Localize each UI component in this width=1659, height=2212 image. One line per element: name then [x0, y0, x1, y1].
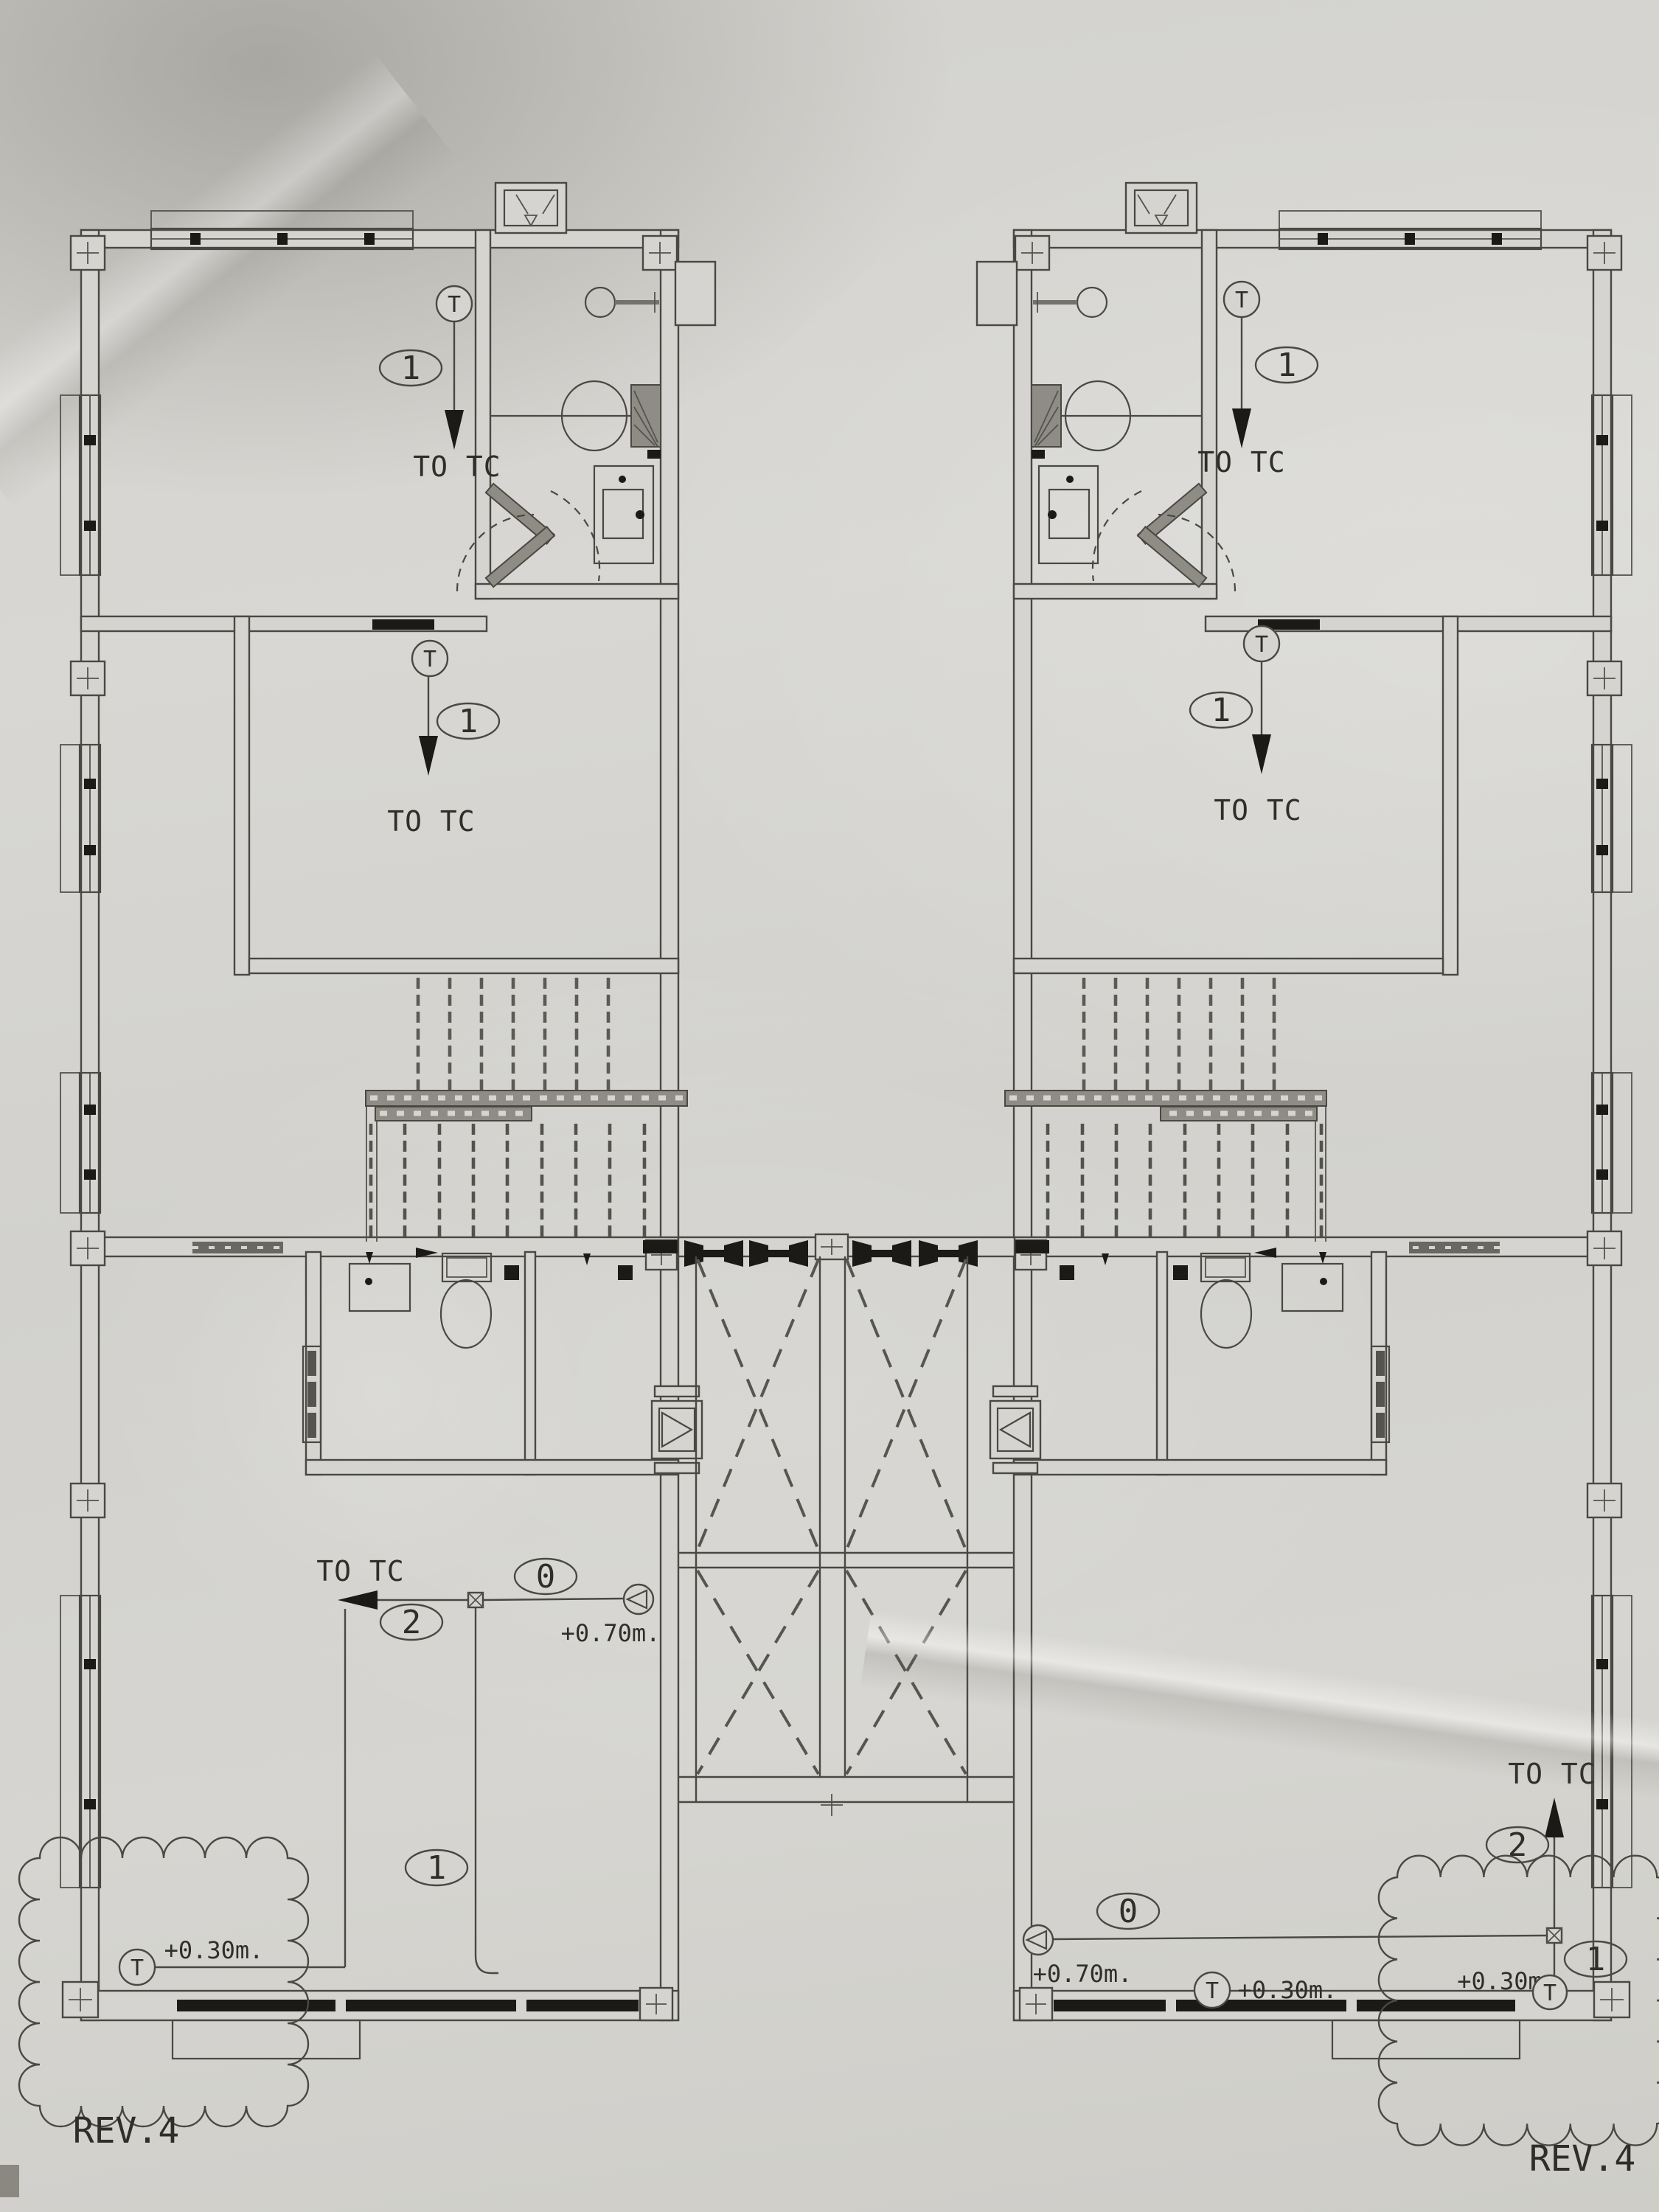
to-tc-label: TO TC: [1508, 1758, 1596, 1790]
t-marker: T: [1543, 1980, 1557, 2006]
pump-symbol: [1022, 1924, 1054, 1956]
t-marker: T: [131, 1955, 144, 1981]
to-tc-label: TO TC: [1214, 794, 1301, 827]
number-tag: 1: [459, 703, 479, 740]
t-marker-circle: [1193, 1971, 1231, 2009]
level-label: +0.30m.: [1238, 1976, 1338, 2004]
arrow-up-icon: [1545, 1798, 1564, 1837]
to-tc-label: TO TC: [413, 451, 501, 483]
to-tc-label: TO TC: [1197, 446, 1285, 479]
center-void: [677, 1233, 1016, 1816]
arrow-down-icon: [1252, 734, 1271, 774]
number-tag-ellipse: [1563, 1940, 1628, 1978]
gate-symbol: [919, 1240, 978, 1267]
annotations-left: T 1 TO TC T 1 TO TC TO TC 2 0: [18, 285, 661, 2152]
number-tag: 2: [402, 1604, 422, 1641]
pump-symbol: [622, 1583, 655, 1615]
number-tag: 1: [1211, 692, 1231, 729]
arrow-left-icon: [338, 1590, 378, 1610]
unit-left-structure: [60, 183, 715, 2059]
arrow-down-icon: [1232, 408, 1251, 448]
t-marker: T: [1206, 1978, 1219, 2004]
survey-cross: [821, 1794, 843, 1816]
valve-symbol: [467, 1591, 484, 1609]
number-tag: 0: [1119, 1893, 1138, 1930]
gate-symbol: [852, 1240, 911, 1267]
t-marker-circle: [411, 639, 449, 678]
sheet-corner-mark: [0, 2165, 19, 2197]
t-marker: T: [1255, 632, 1268, 658]
revision-cloud: [1377, 1854, 1659, 2146]
number-tag-ellipse: [1485, 1826, 1550, 1864]
number-tag-ellipse: [513, 1557, 578, 1596]
pipe-line: [474, 1607, 498, 1975]
number-tag-ellipse: [1189, 691, 1253, 729]
column-pillar: [814, 1233, 849, 1261]
t-marker: T: [423, 647, 437, 672]
number-tag: 1: [1277, 347, 1297, 384]
arrow-down-icon: [445, 410, 464, 450]
number-tag-ellipse: [436, 702, 501, 740]
revision-label: REV.4: [1529, 2138, 1636, 2180]
number-tag: 2: [1508, 1826, 1528, 1864]
annotations-right: T 1 TO TC T 1 TO TC 0 +0.70m. T +0.30m.: [1022, 280, 1659, 2180]
number-tag-ellipse: [378, 349, 443, 387]
arrow-down-icon: [419, 736, 438, 776]
gate-symbol: [749, 1240, 808, 1267]
level-label: +0.30m.: [164, 1936, 264, 1964]
level-label: +0.30m: [1457, 1967, 1543, 1995]
x-brace-dashes: [696, 1259, 967, 1775]
number-tag-ellipse: [1096, 1892, 1161, 1930]
number-tag: 1: [427, 1849, 447, 1887]
t-marker-circle: [1242, 625, 1281, 663]
valve-symbol: [1545, 1927, 1563, 1944]
number-tag-ellipse: [379, 1603, 444, 1641]
t-marker-circle: [1531, 1974, 1568, 2011]
revision-label: REV.4: [73, 2110, 180, 2152]
t-marker-circle: [1222, 280, 1261, 319]
gate-symbols: [684, 1240, 978, 1267]
to-tc-label: TO TC: [387, 805, 475, 838]
t-marker-circle: [118, 1948, 156, 1986]
number-tag: 1: [401, 349, 421, 387]
number-tag-ellipse: [1254, 346, 1319, 384]
t-marker: T: [1235, 288, 1248, 313]
level-label: +0.70m.: [1033, 1960, 1133, 1988]
level-label: +0.70m.: [561, 1619, 661, 1647]
t-marker: T: [448, 292, 461, 318]
number-tag-ellipse: [404, 1848, 469, 1887]
revision-cloud: [18, 1836, 310, 2128]
t-marker-circle: [435, 285, 473, 323]
to-tc-label: TO TC: [316, 1555, 404, 1587]
number-tag: 0: [536, 1558, 556, 1596]
number-tag: 1: [1586, 1941, 1606, 1978]
